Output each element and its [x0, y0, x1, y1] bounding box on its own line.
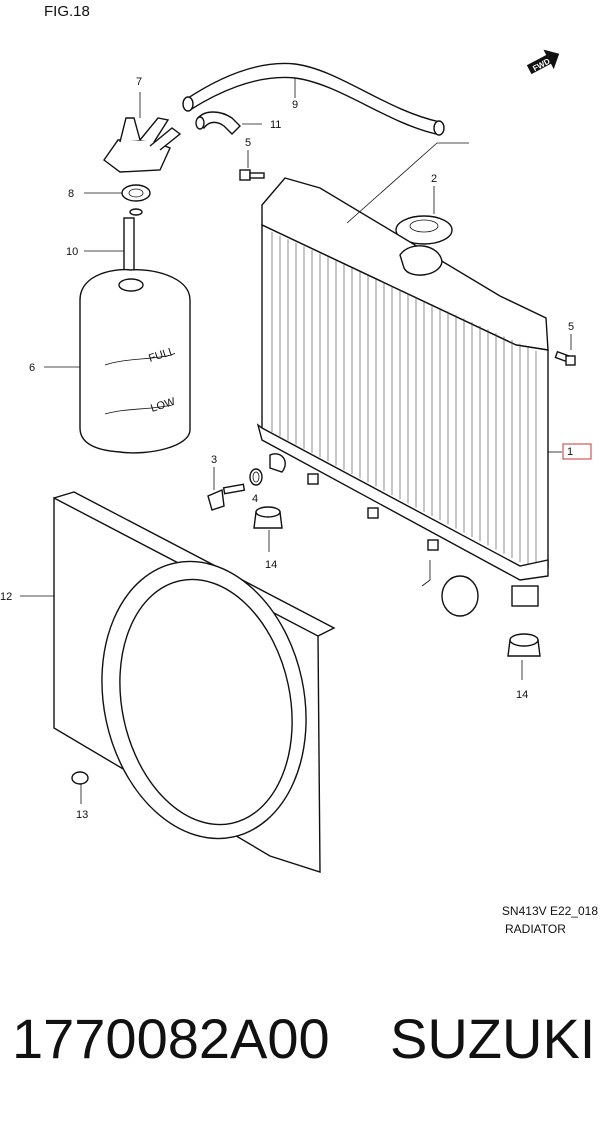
callout-2: 2 — [431, 173, 437, 185]
callout-8: 8 — [68, 188, 74, 200]
drawing-title: RADIATOR — [505, 922, 566, 936]
footer: 1770082A00 SUZUKI — [0, 1000, 600, 1090]
radiator-core-part-1 — [256, 177, 562, 617]
drawing-code: SN413V E22_018 — [501, 904, 598, 918]
callout-10: 10 — [66, 246, 78, 258]
callout-1: 1 — [567, 446, 573, 458]
o-ring-part-4 — [249, 468, 263, 486]
seal-part-8 — [84, 184, 151, 216]
mount-rubber-part-14-right — [507, 633, 541, 680]
callout-3: 3 — [211, 454, 217, 466]
mount-rubber-part-14-left — [253, 506, 283, 552]
callout-13: 13 — [76, 809, 88, 821]
radiator-exploded-diagram: FWD FULL LOW — [0, 49, 592, 873]
reservoir-cap-part-7 — [103, 92, 182, 173]
figure-label: FIG.18 — [44, 3, 90, 20]
callout-9: 9 — [292, 99, 298, 111]
callout-5-upper: 5 — [245, 137, 251, 149]
callout-14-left: 14 — [265, 559, 277, 571]
reservoir-tank-part-6: FULL LOW — [44, 268, 191, 454]
callout-4: 4 — [252, 493, 258, 505]
callout-6: 6 — [29, 362, 35, 374]
upper-hose-part-9 — [182, 62, 445, 136]
callout-5-right: 5 — [568, 321, 574, 333]
callout-1-highlight — [562, 443, 592, 460]
short-hose-part-11 — [195, 111, 262, 135]
fan-shroud-part-12 — [20, 491, 336, 873]
radiator-fins — [271, 232, 537, 566]
callout-14-right: 14 — [516, 689, 528, 701]
callout-labels: 1 2 3 4 5 5 6 7 8 9 10 11 12 13 14 14 — [0, 76, 592, 821]
callout-12: 12 — [0, 591, 12, 603]
radiator-cap-part-2 — [395, 186, 453, 245]
drain-plug-part-3 — [207, 467, 246, 511]
brand-name: SUZUKI — [390, 1007, 596, 1070]
bolt-part-5-right — [554, 334, 576, 366]
callout-11: 11 — [270, 119, 281, 131]
callout-7: 7 — [136, 76, 142, 88]
clip-part-13 — [71, 771, 89, 804]
fwd-arrow-icon: FWD — [526, 49, 560, 75]
part-number: 1770082A00 — [12, 1007, 330, 1070]
bolt-part-5-upper — [239, 150, 265, 181]
